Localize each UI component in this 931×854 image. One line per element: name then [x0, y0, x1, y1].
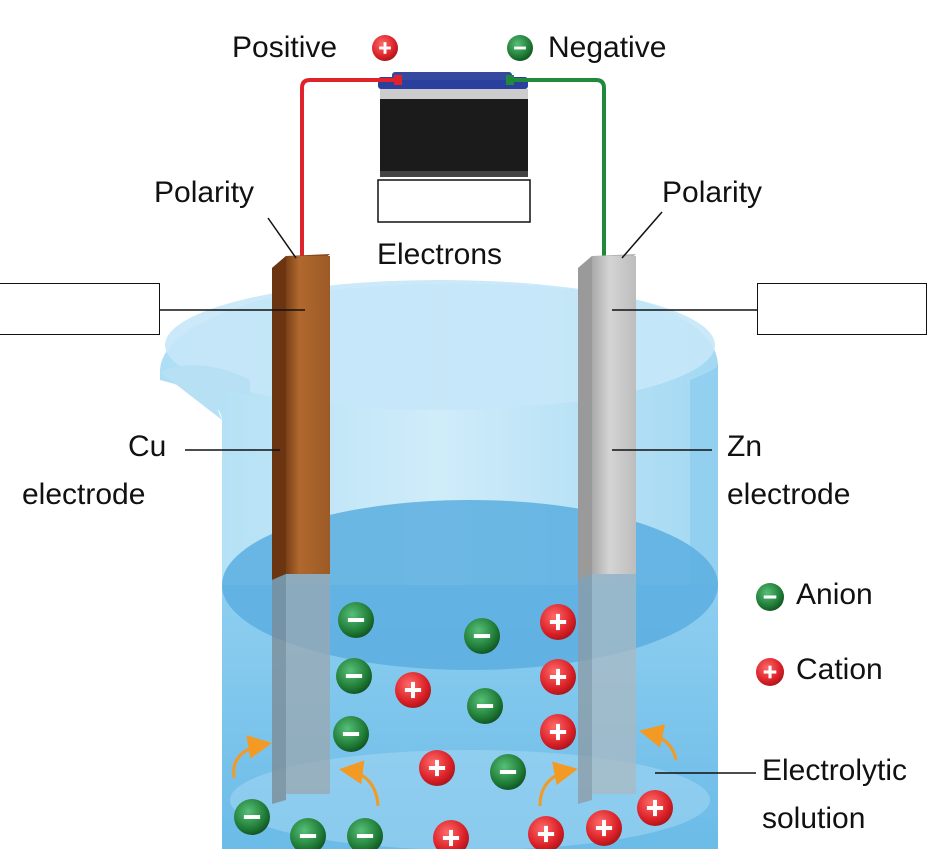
- cation-ion: [540, 714, 576, 750]
- anion-ion: [347, 818, 383, 854]
- negative-label: Negative: [548, 31, 667, 64]
- electrolytic-label: Electrolytic: [762, 754, 908, 787]
- cation-ion: [528, 816, 564, 852]
- cation-ion: [637, 790, 673, 826]
- anion-ion: [338, 602, 374, 638]
- polarity-left-label: Polarity: [154, 176, 255, 209]
- right-blank-box[interactable]: [757, 283, 927, 335]
- positive-terminal: [394, 75, 402, 85]
- polarity-right-label: Polarity: [662, 176, 763, 209]
- positive-icon: [372, 35, 398, 61]
- battery-blank-box: [377, 179, 531, 223]
- cation-ion: [586, 810, 622, 846]
- electrons-label: Electrons: [377, 238, 503, 271]
- cu-label: Cu: [128, 430, 167, 463]
- positive-label: Positive: [232, 31, 338, 64]
- negative-wire: [512, 78, 606, 262]
- battery: [378, 72, 528, 177]
- anion-ion: [290, 818, 326, 854]
- zn-label: Zn: [727, 430, 763, 463]
- current-arrows: [232, 724, 678, 807]
- cation-ion: [540, 604, 576, 640]
- anion-legend-icon: [756, 583, 784, 611]
- negative-icon: [507, 35, 533, 61]
- cation-ion: [540, 659, 576, 695]
- cation-ions: [395, 604, 673, 854]
- cation-ion: [419, 750, 455, 786]
- solution-label: solution: [762, 802, 866, 835]
- zn-electrode-label: electrode: [727, 478, 851, 511]
- positive-wire: [300, 78, 396, 262]
- cu-electrode: [272, 254, 330, 804]
- anion-ion: [234, 799, 270, 835]
- anion-ions: [234, 602, 526, 854]
- leader-lines: [160, 211, 757, 774]
- cation-legend-label: Cation: [796, 653, 883, 686]
- left-blank-box[interactable]: [0, 283, 160, 335]
- anion-ion: [490, 754, 526, 790]
- cu-electrode-label: electrode: [22, 478, 146, 511]
- anion-ion: [464, 618, 500, 654]
- cation-ion: [433, 820, 469, 854]
- anion-ion: [336, 658, 372, 694]
- cation-ion: [395, 672, 431, 708]
- cation-legend-icon: [756, 658, 784, 686]
- anion-ion: [333, 716, 369, 752]
- negative-terminal: [506, 75, 514, 85]
- anion-legend-label: Anion: [796, 578, 873, 611]
- anion-ion: [467, 688, 503, 724]
- zn-electrode: [578, 254, 636, 804]
